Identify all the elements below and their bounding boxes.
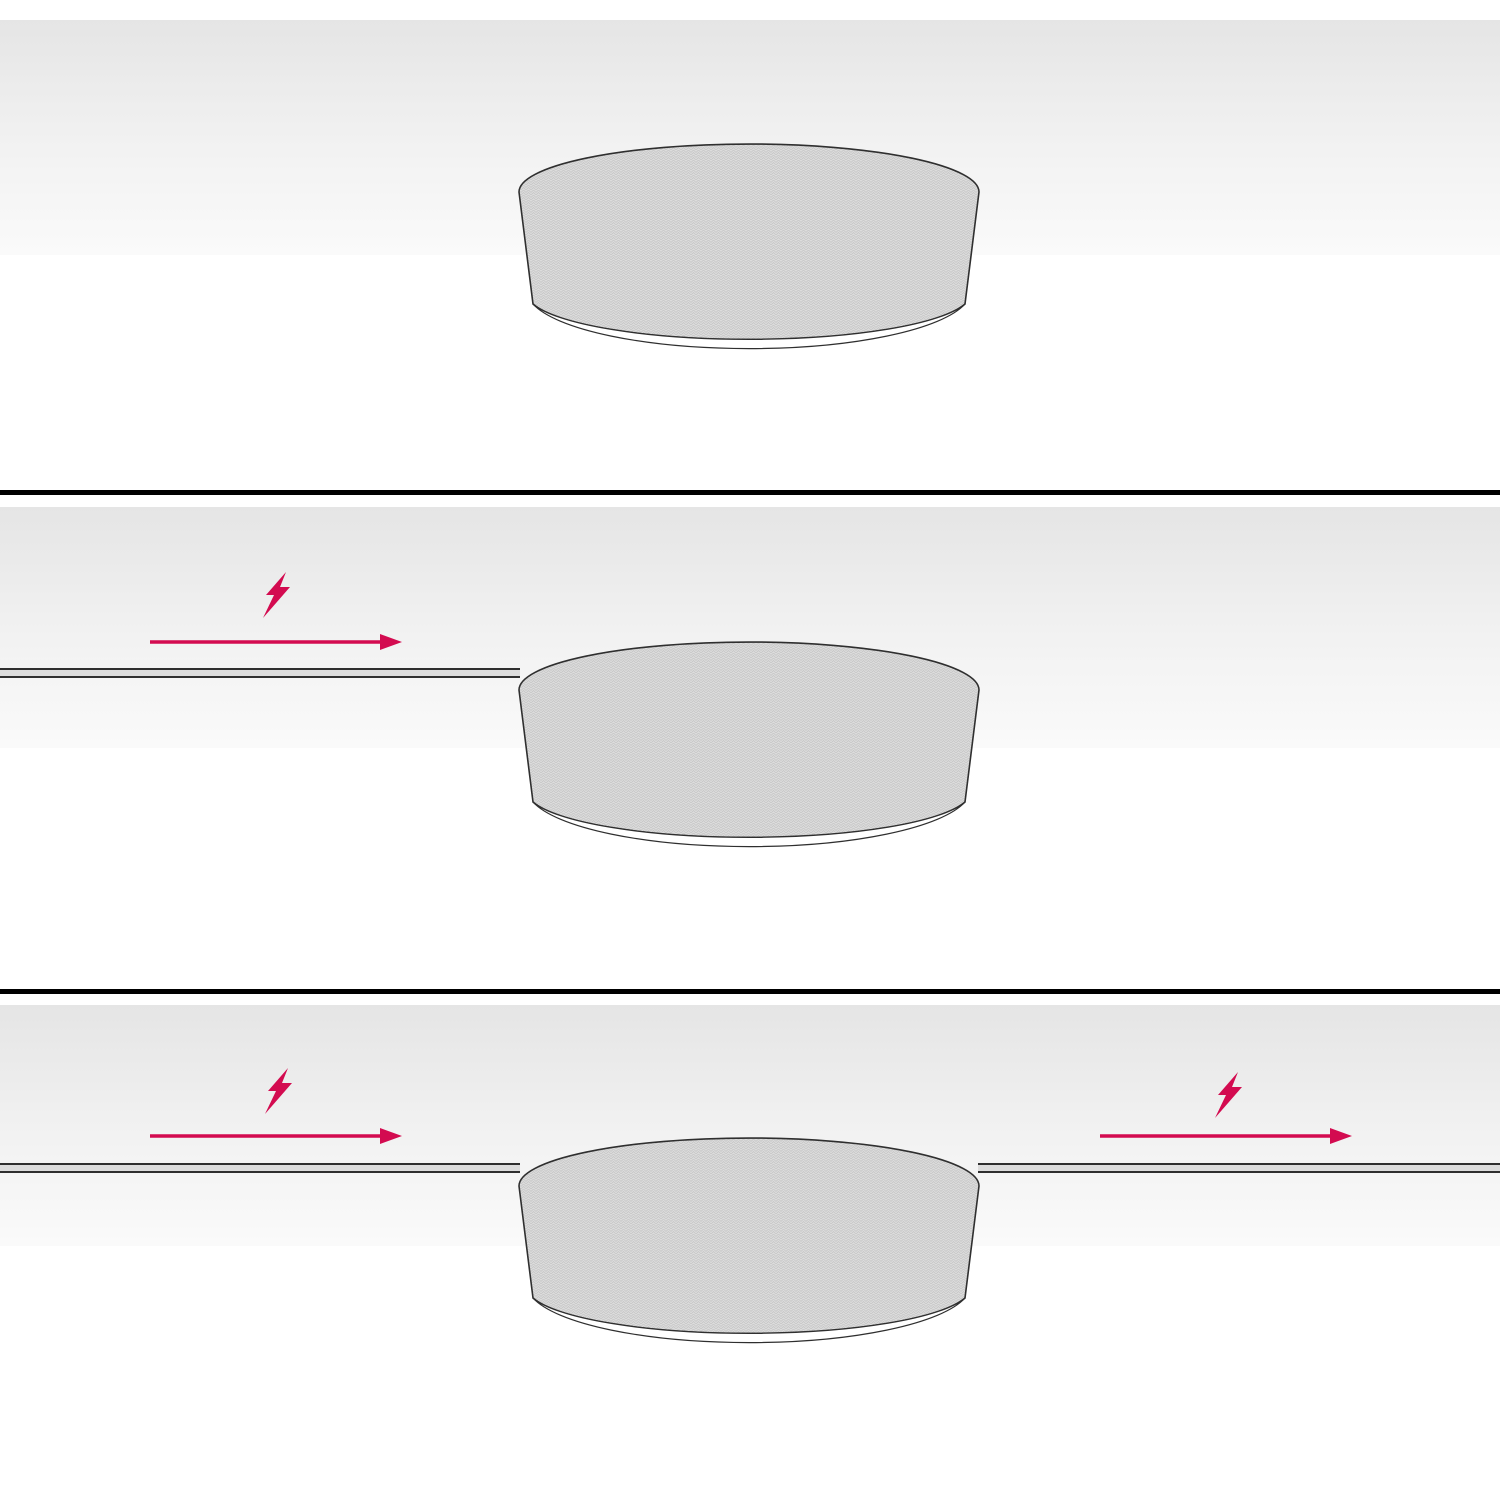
panel-divider: [0, 490, 1500, 495]
drum-lampshade: [518, 641, 980, 848]
arrow-head: [380, 1128, 402, 1144]
lampshade-body: [518, 1137, 980, 1335]
lightning-bolt-icon: [263, 572, 290, 618]
lightning-bolt-icon: [265, 1068, 292, 1114]
lightning-bolt-shape: [265, 1068, 292, 1114]
lightning-bolt-icon: [1215, 1072, 1242, 1118]
lampshade-bottom-diffuser: [532, 303, 966, 350]
current-direction-arrow: [150, 1128, 402, 1144]
drum-lampshade: [518, 143, 980, 350]
current-direction-arrow: [150, 634, 402, 650]
drum-lampshade: [518, 1137, 980, 1344]
arrow-head: [380, 634, 402, 650]
power-cable-left: [0, 1163, 520, 1173]
lightning-bolt-shape: [263, 572, 290, 618]
arrow-head: [1330, 1128, 1352, 1144]
panel-divider: [0, 989, 1500, 994]
lightning-bolt-shape: [1215, 1072, 1242, 1118]
lampshade-body: [518, 641, 980, 839]
lampshade-bottom-diffuser: [532, 1297, 966, 1344]
power-cable-right: [978, 1163, 1500, 1173]
lampshade-bottom-diffuser: [532, 801, 966, 848]
lampshade-body: [518, 143, 980, 341]
power-cable-left: [0, 668, 520, 678]
current-direction-arrow: [1100, 1128, 1352, 1144]
